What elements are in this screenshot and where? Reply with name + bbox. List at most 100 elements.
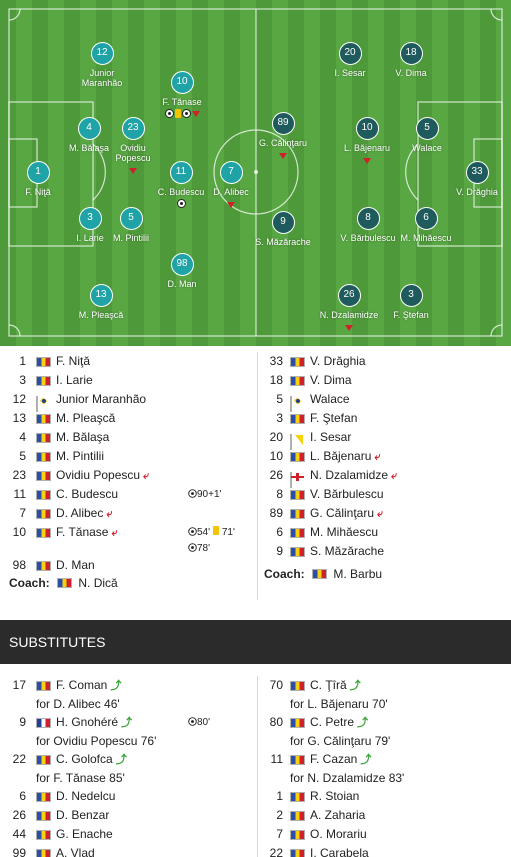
player-name-link[interactable]: G. Enache	[56, 825, 113, 844]
player-name-link[interactable]: A. Zaharia	[310, 806, 365, 825]
player-name-link[interactable]: C. Budescu	[56, 485, 118, 504]
player-name-link[interactable]: I. Carabela	[310, 844, 369, 857]
player-name-link[interactable]: S. Măzărache	[310, 542, 384, 561]
player-name-link[interactable]: Walace	[310, 390, 350, 409]
player-name-link[interactable]: I. Sesar	[310, 428, 351, 447]
player-name-link[interactable]: M. Pleaşcă	[56, 409, 115, 428]
player-name-link[interactable]: F. Ştefan	[310, 409, 357, 428]
player-name-link[interactable]: H. Gnohéré⤴	[56, 713, 132, 733]
player-name-link[interactable]: R. Stoian	[310, 787, 359, 806]
player-name-link[interactable]: V. Drăghia	[310, 352, 366, 371]
player-name-link[interactable]: D. Alibec⤶	[56, 504, 113, 524]
player-name-link[interactable]: Ovidiu Popescu⤶	[56, 466, 149, 486]
player-name-link[interactable]: F. Tănase⤶	[56, 523, 118, 543]
player-name-link[interactable]: N. Dzalamidze⤶	[310, 466, 397, 486]
player-name-link[interactable]: I. Larie	[56, 371, 93, 390]
player-name-link[interactable]: A. Vlad	[56, 844, 95, 857]
player-name-link[interactable]: L. Băjenaru⤶	[310, 447, 381, 467]
player-name: F. Cazan	[310, 752, 358, 766]
player-name-link[interactable]: D. Nedelcu	[56, 787, 115, 806]
player-name-link[interactable]: M. Bălaşa	[56, 428, 109, 447]
player-name-link[interactable]: F. Coman⤴	[56, 676, 121, 696]
coach-name[interactable]: M. Barbu	[333, 567, 383, 581]
player-name-link[interactable]: C. Golofca⤴	[56, 750, 127, 770]
player-name-link[interactable]: D. Man	[56, 556, 95, 575]
player-name: S. Măzărache	[255, 237, 311, 247]
player-name-link[interactable]: C. Ţîră⤴	[310, 676, 361, 696]
player-name: M. Pintilii	[112, 233, 149, 243]
player-name-link[interactable]: G. Călinţaru⤶	[310, 504, 383, 524]
coach-name[interactable]: N. Dică	[78, 576, 118, 590]
player-name-link[interactable]: Junior Maranhão	[56, 390, 146, 409]
event-icons	[345, 323, 353, 334]
player-name-link[interactable]: V. Dima	[310, 371, 352, 390]
player-name-link[interactable]: O. Morariu	[310, 825, 367, 844]
player-name-link[interactable]: V. Bărbulescu	[310, 485, 384, 504]
player-name-link[interactable]: F. Cazan⤴	[310, 750, 371, 770]
player-name-link[interactable]: F. Niţă	[56, 352, 90, 371]
player-name-link[interactable]: C. Petre⤴	[310, 713, 368, 733]
player-name-link[interactable]: M. Mihăescu	[310, 523, 378, 542]
player-name-link[interactable]: M. Pintilii	[56, 447, 104, 466]
player-name-link[interactable]: D. Benzar	[56, 806, 109, 825]
